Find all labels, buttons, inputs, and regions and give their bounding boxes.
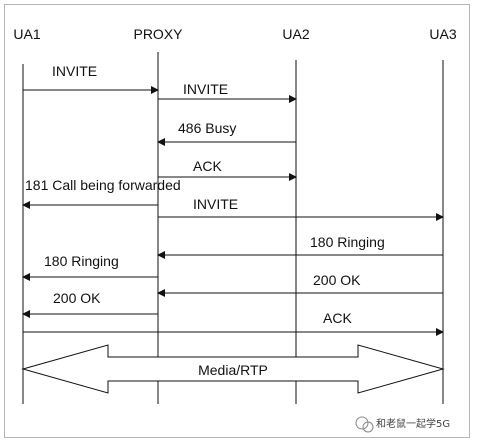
message-label-ok-200-a: 200 OK <box>313 272 361 288</box>
message-label-ringing-180-a: 180 Ringing <box>310 234 385 250</box>
wechat-icon <box>355 416 369 430</box>
watermark-text: 和老鼠一起学5G <box>376 417 450 430</box>
message-label-invite-3: INVITE <box>193 196 238 212</box>
lifeline-label-proxy: PROXY <box>133 26 183 42</box>
message-label-forwarded-181: 181 Call being forwarded <box>25 177 181 193</box>
media-rtp-arrow <box>21 344 445 394</box>
message-label-ack-1: ACK <box>193 158 222 174</box>
lifeline-label-ua1: UA1 <box>13 26 40 42</box>
lifeline-label-ua2: UA2 <box>282 26 309 42</box>
message-label-invite-1: INVITE <box>52 63 97 79</box>
media-rtp-label: Media/RTP <box>198 362 268 378</box>
message-label-ok-200-b: 200 OK <box>53 290 101 306</box>
watermark: 和老鼠一起学5G <box>355 416 450 433</box>
message-label-ringing-180-b: 180 Ringing <box>44 253 119 269</box>
lifeline-label-ua3: UA3 <box>429 26 456 42</box>
message-label-ack-2: ACK <box>323 310 352 326</box>
message-label-invite-2: INVITE <box>183 81 228 97</box>
message-label-busy-486: 486 Busy <box>178 120 236 136</box>
